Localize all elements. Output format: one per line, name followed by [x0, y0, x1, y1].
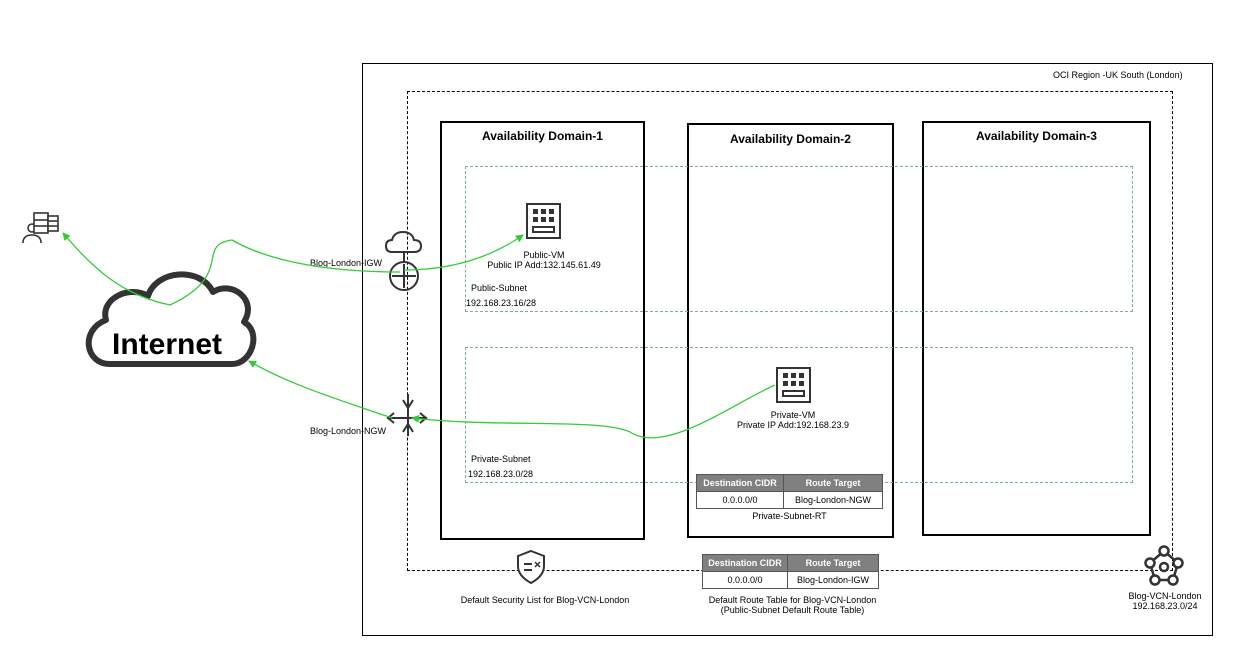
private-vm-ip: Private IP Add:192.168.23.9	[737, 420, 849, 430]
private-vm-label: Private-VM Private IP Add:192.168.23.9	[728, 410, 858, 430]
ad-3-title: Availability Domain-3	[976, 129, 1097, 143]
vcn-label: Blog-VCN-London 192.168.23.0/24	[1115, 591, 1215, 611]
availability-domain-3: Availability Domain-3	[922, 121, 1151, 536]
private-vm-to-ngw-connector	[411, 384, 776, 439]
vcn-cidr: 192.168.23.0/24	[1132, 601, 1198, 611]
security-list-label: Default Security List for Blog-VCN-Londo…	[460, 595, 630, 605]
public-vm-icon	[526, 203, 561, 239]
public-subnet-box	[465, 166, 1133, 312]
default-rt-caption: Default Route Table for Blog-VCN-London …	[690, 595, 895, 615]
private-rt-target: Blog-London-NGW	[783, 491, 883, 509]
user-server-icon	[22, 212, 59, 244]
vcn-icon	[1144, 545, 1184, 586]
oci-region-frame	[362, 63, 1213, 636]
security-list-icon	[517, 549, 545, 585]
flow-connectors	[62, 232, 776, 439]
private-subnet-name: Private-Subnet	[471, 454, 531, 464]
internet-gateway-icon	[384, 230, 423, 291]
igw-label: Blog-London-IGW	[310, 258, 383, 268]
public-subnet-cidr: 192.168.23.16/28	[466, 298, 537, 308]
private-rt-destination: 0.0.0.0/0	[696, 491, 784, 509]
default-rt-caption-line1: Default Route Table for Blog-VCN-London	[708, 595, 877, 605]
public-vm-ip: Public IP Add:132.145.61.49	[487, 260, 601, 270]
availability-domain-2: Availability Domain-2	[687, 123, 894, 538]
private-vm-icon	[776, 367, 811, 403]
private-rt-caption: Private-Subnet-RT	[752, 511, 827, 521]
private-subnet-cidr: 192.168.23.0/28	[468, 469, 534, 479]
public-subnet-name: Public-Subnet	[471, 283, 528, 293]
region-label: OCI Region -UK South (London)	[1053, 70, 1183, 80]
private-rt-header-target: Route Target	[783, 474, 883, 492]
public-vm-name: Public-VM	[523, 250, 565, 260]
ngw-label: Blog-London-NGW	[310, 426, 387, 436]
igw-to-user-connector	[62, 232, 401, 306]
public-vm-label: Public-VM Public IP Add:132.145.61.49	[479, 250, 609, 270]
ad-2-title: Availability Domain-2	[730, 132, 851, 146]
private-vm-name: Private-VM	[770, 410, 816, 420]
availability-domain-1: Availability Domain-1	[440, 121, 645, 540]
vcn-name: Blog-VCN-London	[1128, 591, 1202, 601]
cloud-icon	[85, 271, 257, 367]
default-rt-caption-line2: (Public-Subnet Default Route Table)	[720, 605, 865, 615]
private-subnet-route-table: Destination CIDR Route Target 0.0.0.0/0 …	[696, 474, 883, 509]
nat-gateway-icon	[386, 394, 428, 436]
default-route-table: Destination CIDR Route Target 0.0.0.0/0 …	[702, 554, 879, 589]
igw-to-public-vm-connector	[403, 234, 524, 271]
ad-1-title: Availability Domain-1	[482, 129, 603, 143]
default-rt-target: Blog-London-IGW	[787, 571, 879, 589]
ngw-to-internet-connector	[248, 360, 393, 419]
internet-label: Internet	[112, 328, 222, 361]
